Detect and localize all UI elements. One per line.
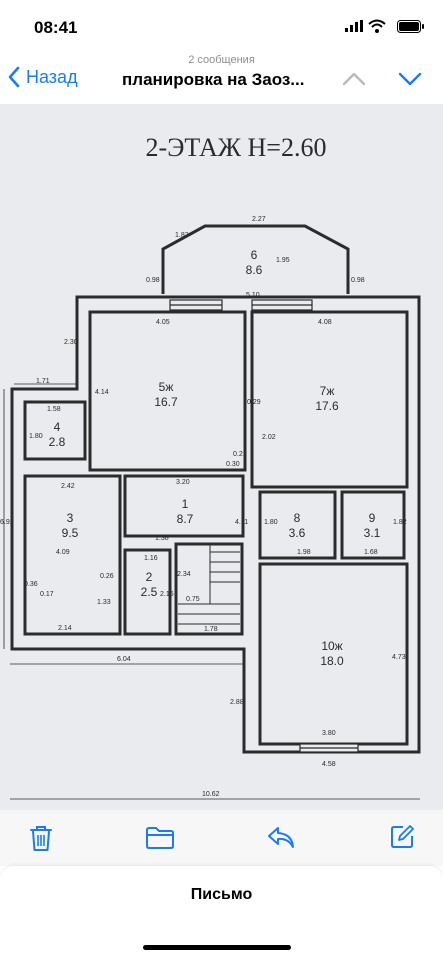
room-5-number: 5ж xyxy=(159,380,174,394)
dimension-label: 4.14 xyxy=(95,389,109,396)
dimension-label: 1.78 xyxy=(204,626,218,633)
floor-plan-drawing: 2-ЭТАЖ Н=2.60 xyxy=(0,133,421,800)
status-bar: 08:41 xyxy=(0,0,443,54)
room-6-area: 8.6 xyxy=(246,263,263,277)
dimension-label: 2.42 xyxy=(61,483,75,490)
message-sheet[interactable]: Письмо xyxy=(0,866,443,960)
dimension-label: 1.98 xyxy=(297,549,311,556)
room-10-number: 10ж xyxy=(321,639,342,653)
dimension-label: 0.75 xyxy=(186,596,200,603)
dimension-label: 0.21 xyxy=(233,451,247,458)
dimension-label: 1.16 xyxy=(144,555,158,562)
wifi-icon xyxy=(368,19,386,33)
dimension-label: 4.73 xyxy=(392,654,406,661)
sheet-title: Письмо xyxy=(190,886,253,903)
dimension-label: 0.17 xyxy=(40,591,54,598)
room-7-number: 7ж xyxy=(320,384,335,398)
mail-toolbar xyxy=(0,810,443,866)
room-9-area: 3.1 xyxy=(364,526,381,540)
dimension-label: 2.34 xyxy=(177,571,191,578)
dimension-label: 1.80 xyxy=(29,433,43,440)
navigation-bar: 2 сообщения Назад планировка на Заоз... xyxy=(0,54,443,104)
message-count-subtitle: 2 сообщения xyxy=(188,54,255,66)
dimension-label: 2.30 xyxy=(64,339,78,346)
dimension-label: 0.26 xyxy=(100,573,114,580)
dimension-label: 1.33 xyxy=(97,599,111,606)
dimension-label: 0.29 xyxy=(247,399,261,406)
dimension-label: 2.16 xyxy=(160,591,174,598)
room-4-number: 4 xyxy=(54,420,61,434)
room-8-number: 8 xyxy=(294,511,301,525)
room-7-area: 17.6 xyxy=(315,399,339,413)
home-indicator[interactable] xyxy=(143,945,291,950)
room-1-area: 8.7 xyxy=(177,512,194,526)
dimension-label: 4.08 xyxy=(318,319,332,326)
floor-plan-image[interactable]: 2-ЭТАЖ Н=2.60 xyxy=(0,104,443,810)
plan-room-labels: 6 8.6 5ж 16.7 7ж 17.6 4 2.8 3 9.5 1 8.7 … xyxy=(49,248,381,668)
dimension-label: 0.36 xyxy=(24,581,38,588)
dimension-label: 6.92 xyxy=(0,519,14,526)
room-1-number: 1 xyxy=(182,497,189,511)
dimension-label: 0.98 xyxy=(351,277,365,284)
chevron-left-icon xyxy=(8,66,20,88)
cellular-signal-icon xyxy=(345,20,363,32)
room-10-area: 18.0 xyxy=(320,654,344,668)
battery-icon xyxy=(397,20,424,33)
dimension-label: 1.71 xyxy=(36,378,50,385)
room-3-area: 9.5 xyxy=(62,526,79,540)
plan-stairs xyxy=(178,544,240,625)
dimension-label: 5.10 xyxy=(246,292,260,299)
back-button-label: Назад xyxy=(26,66,78,87)
room-3-number: 3 xyxy=(67,511,74,525)
dimension-label: 1.68 xyxy=(364,549,378,556)
message-title: планировка на Заоз... xyxy=(122,70,305,89)
folder-icon[interactable] xyxy=(145,826,175,850)
dimension-label: 4.11 xyxy=(235,519,248,526)
plan-windows xyxy=(169,299,359,753)
status-time: 08:41 xyxy=(34,18,78,37)
dimension-label: 1.80 xyxy=(264,519,278,526)
dimension-label: 3.20 xyxy=(176,479,190,486)
room-4-area: 2.8 xyxy=(49,435,66,449)
dimension-label: 3.80 xyxy=(322,730,336,737)
dimension-label: 1.95 xyxy=(276,257,290,264)
room-2-number: 2 xyxy=(146,570,153,584)
room-5-area: 16.7 xyxy=(154,395,178,409)
chevron-up-icon[interactable] xyxy=(342,72,366,86)
dimension-label: 6.04 xyxy=(117,656,131,663)
plan-dimension-lines xyxy=(3,383,420,800)
trash-icon[interactable] xyxy=(28,824,54,852)
dimension-label: 2.02 xyxy=(262,434,276,441)
dimension-label: 2.88 xyxy=(230,699,244,706)
dimension-label: 0.98 xyxy=(146,277,160,284)
room-8-area: 3.6 xyxy=(289,526,306,540)
plan-walls xyxy=(10,224,421,754)
room-9-number: 9 xyxy=(369,511,376,525)
plan-heading: 2-ЭТАЖ Н=2.60 xyxy=(146,133,327,162)
dimension-label: 4.58 xyxy=(322,761,336,768)
dimension-label: 4.09 xyxy=(56,549,70,556)
dimension-label: 1.82 xyxy=(175,232,189,239)
compose-icon[interactable] xyxy=(389,824,415,850)
dimension-label: 1.82 xyxy=(393,519,407,526)
dimension-label: 1.38 xyxy=(155,535,169,542)
dimension-label: 0.30 xyxy=(226,461,240,468)
dimension-label: 1.58 xyxy=(47,406,61,413)
plan-dimension-labels: 2.27 1.82 1.95 0.98 0.98 5.10 2.30 4.05 … xyxy=(0,216,407,798)
chevron-down-icon[interactable] xyxy=(398,72,422,86)
dimension-label: 2.14 xyxy=(58,625,72,632)
dimension-label: 2.27 xyxy=(252,216,266,223)
reply-icon[interactable] xyxy=(266,825,296,851)
dimension-label: 4.05 xyxy=(156,319,170,326)
room-6-number: 6 xyxy=(251,248,258,262)
room-2-area: 2.5 xyxy=(141,585,158,599)
dimension-label: 10.62 xyxy=(202,791,220,798)
back-button[interactable]: Назад xyxy=(8,66,78,88)
